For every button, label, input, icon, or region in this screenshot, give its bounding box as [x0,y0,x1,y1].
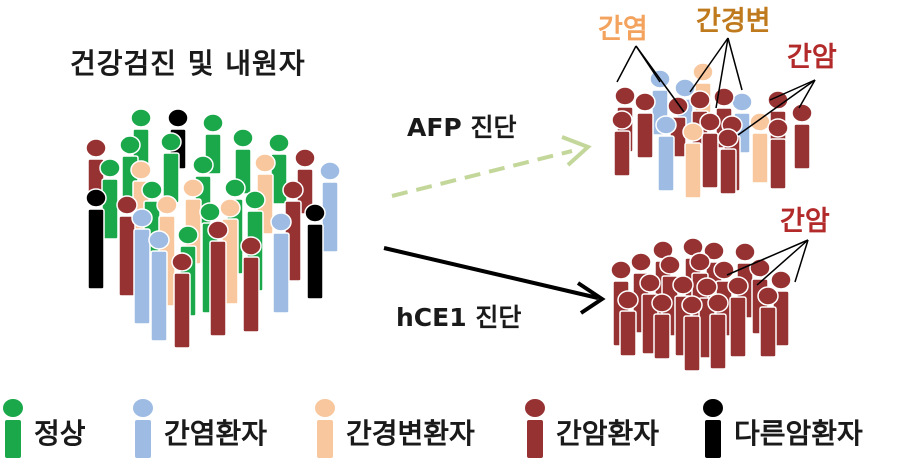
pointer-line [616,45,637,83]
person-figure [699,112,721,189]
hcc-group-label-afp: 간암 [787,42,837,73]
person-figure [131,208,153,325]
legend-label: 간경변환자 [346,417,475,450]
person-figure [270,212,292,314]
person-icon [703,399,723,458]
legend-label: 간암환자 [556,417,660,450]
mixed-crowd [85,108,341,349]
legend-item-other-cancer: 다른암환자 [700,398,863,458]
person-icon [315,399,335,458]
pointer-line [794,239,809,283]
legend-label: 간염환자 [164,417,268,450]
person-figure [682,122,704,199]
person-figure [767,118,789,190]
person-figure [85,188,107,290]
person-figure [304,203,326,300]
pointer-line [769,79,816,101]
person-figure [791,103,813,170]
pointer-line [726,239,809,276]
hce1-arrow-shaft [383,246,599,300]
person-icon [525,399,545,458]
person-figure [207,220,229,337]
afp-diagnosis-label: AFP 진단 [407,113,517,142]
afp-result-crowd [611,62,813,199]
legend-item-cirrhosis: 간경변환자 [312,398,475,458]
person-figure [749,112,771,184]
pointer-line [689,37,729,93]
hce1-diagnosis-label: hCE1 진단 [396,303,522,332]
hepatitis-group-label: 간염 [598,14,648,45]
person-figure [148,230,170,342]
person-figure [717,128,739,195]
person-figure [116,195,138,297]
legend-item-hcc: 간암환자 [522,398,659,458]
pointer-line [727,37,743,91]
person-figure [707,293,729,370]
cirrhosis-group-label: 간경변 [696,6,771,37]
legend-label: 정상 [34,417,86,450]
person-figure [655,115,677,192]
group-pointer-lines [616,37,816,286]
person-figure [171,252,193,349]
legend-label: 다른암환자 [734,417,863,450]
legend-item-hepatitis: 간염환자 [130,398,267,458]
person-figure [727,276,749,358]
person-figure [611,110,633,177]
hce1-arrow-head [576,281,606,315]
person-figure [160,132,182,204]
afp-arrow-shaft [391,149,573,198]
person-icon [3,399,23,458]
afp-arrow-head [561,135,592,167]
person-figure [634,92,656,159]
pointer-line [737,79,816,136]
pointer-line [635,45,685,113]
hcc-group-label-hce1: 간암 [780,206,830,237]
pointer-line [798,79,816,109]
legend: 정상 간염환자 간경변환자 간암환자 다른암환자 [0,398,917,458]
person-figure [240,236,262,333]
legend-item-normal: 정상 [0,398,86,458]
pointer-line [715,37,729,109]
pointer-line [756,239,809,286]
population-title: 건강검진 및 내원자 [70,47,306,80]
person-figure [681,295,703,372]
hce1-result-crowd [610,237,792,372]
person-figure [319,161,341,253]
person-figure [757,286,779,358]
person-icon [133,399,153,458]
person-figure [651,293,673,360]
person-figure [617,290,639,357]
